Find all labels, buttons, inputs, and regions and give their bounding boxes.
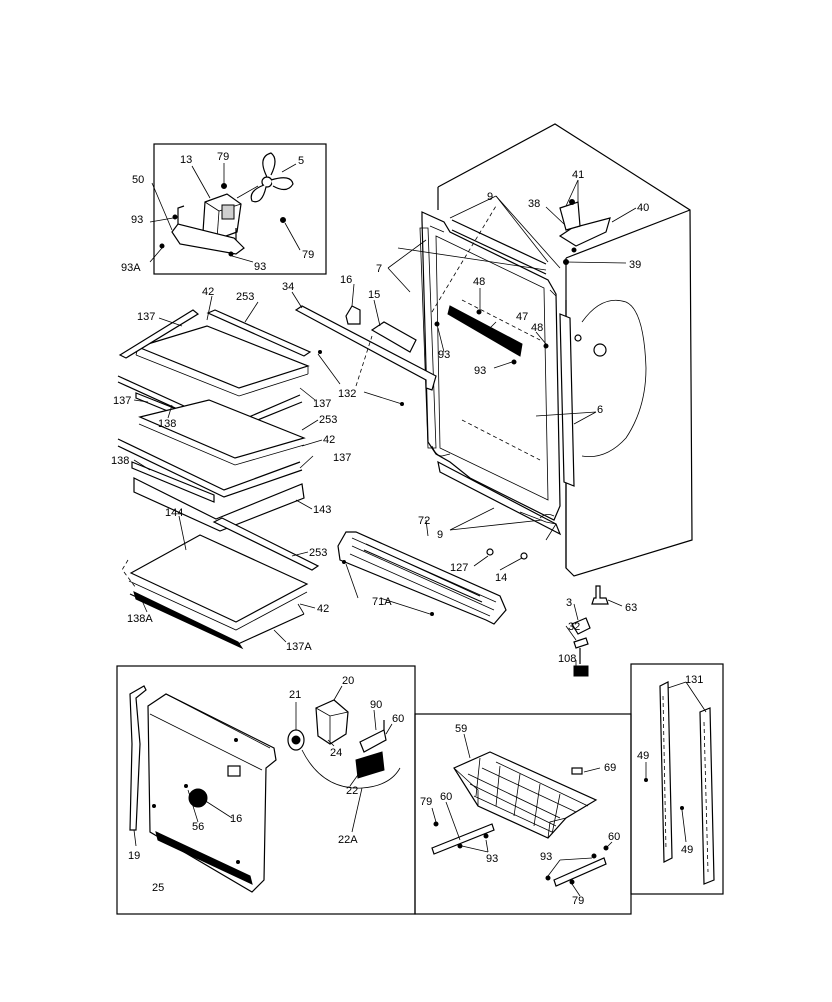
callout-16: 16 — [340, 274, 352, 286]
callout-253: 253 — [236, 291, 254, 303]
callout-93: 93 — [131, 214, 143, 226]
callout-69: 69 — [604, 762, 616, 774]
callout-39: 39 — [629, 259, 641, 271]
fan-motor-inset: 13 79 5 50 93 93A 93 79 — [121, 143, 327, 275]
callout-132: 132 — [338, 388, 356, 400]
callout-143: 143 — [313, 504, 331, 516]
callout-60: 60 — [608, 831, 620, 843]
shelf-standard-right — [699, 707, 715, 885]
callout-72: 72 — [418, 515, 430, 527]
crisper-rail — [133, 591, 244, 650]
shelf-support-47 — [447, 305, 523, 357]
callout-9: 9 — [487, 191, 493, 203]
callout-93: 93 — [254, 261, 266, 273]
callout-24: 24 — [330, 747, 342, 759]
callout-137: 137 — [113, 395, 131, 407]
callout-79: 79 — [302, 249, 314, 261]
callout-127: 127 — [450, 562, 468, 574]
callout-131: 131 — [685, 674, 703, 686]
callout-38: 38 — [528, 198, 540, 210]
callout-42: 42 — [317, 603, 329, 615]
callout-93: 93 — [540, 851, 552, 863]
callout-79: 79 — [572, 895, 584, 907]
callout-7: 7 — [376, 263, 382, 275]
callout-50: 50 — [132, 174, 144, 186]
cabinet: 7 9 48 47 48 93 93 6 41 38 40 39 16 34 1… — [282, 123, 693, 577]
fan-blade — [250, 152, 294, 203]
callout-20: 20 — [342, 675, 354, 687]
callout-63: 63 — [625, 602, 637, 614]
callout-47: 47 — [516, 311, 528, 323]
glass-shelf-3 — [129, 534, 309, 623]
callout-93: 93 — [486, 853, 498, 865]
callout-79: 79 — [217, 151, 229, 163]
callout-137: 137 — [333, 452, 351, 464]
callout-6: 6 — [597, 404, 603, 416]
control-panel-inset: 20 21 90 60 24 22 16 56 19 22A 25 — [116, 665, 416, 915]
callout-108: 108 — [558, 653, 576, 665]
callout-9: 9 — [437, 529, 443, 541]
callout-40: 40 — [637, 202, 649, 214]
light-shield — [294, 305, 437, 391]
callout-138: 138 — [111, 455, 129, 467]
callout-93: 93 — [474, 365, 486, 377]
callout-93: 93 — [438, 349, 450, 361]
callout-16: 16 — [230, 813, 242, 825]
callout-21: 21 — [289, 689, 301, 701]
callout-144: 144 — [165, 507, 183, 519]
callout-138: 138 — [158, 418, 176, 430]
callout-56: 56 — [192, 821, 204, 833]
wire-basket — [453, 751, 598, 839]
callout-22: 22 — [346, 785, 358, 797]
lamp-socket — [345, 305, 361, 325]
callout-14: 14 — [495, 572, 507, 584]
callout-137: 137 — [137, 311, 155, 323]
callout-93A: 93A — [121, 262, 141, 274]
callout-90: 90 — [370, 699, 382, 711]
thermostat-20 — [315, 699, 349, 745]
callout-22A: 22A — [338, 834, 358, 846]
basket-slide-right — [553, 857, 607, 887]
callout-34: 34 — [282, 281, 294, 293]
glass-shelf-2 — [138, 399, 306, 459]
callout-13: 13 — [180, 154, 192, 166]
basket-slide-left — [431, 823, 495, 855]
switch-22 — [355, 751, 385, 779]
callout-137A: 137A — [286, 641, 312, 653]
callout-41: 41 — [572, 169, 584, 181]
callout-42: 42 — [323, 434, 335, 446]
callout-48: 48 — [473, 276, 485, 288]
callout-137: 137 — [313, 398, 331, 410]
shelf-standard-inset: 131 49 49 — [630, 663, 724, 895]
grille-group: 72 9 127 14 71A 3 63 32 108 — [337, 507, 637, 677]
callout-138A: 138A — [127, 613, 153, 625]
leveler-3 — [571, 617, 591, 635]
shelf-standard-left — [659, 681, 673, 863]
callout-5: 5 — [298, 155, 304, 167]
callout-42: 42 — [202, 286, 214, 298]
callout-32: 32 — [568, 621, 580, 633]
callout-19: 19 — [128, 850, 140, 862]
callout-3: 3 — [566, 597, 572, 609]
callout-49: 49 — [637, 750, 649, 762]
callout-79: 79 — [420, 796, 432, 808]
callout-49: 49 — [681, 844, 693, 856]
callout-253: 253 — [319, 414, 337, 426]
shelves-group: 137 42 253 137 137 138 253 42 138 137 14… — [111, 286, 351, 653]
callout-71A: 71A — [372, 596, 392, 608]
callout-253: 253 — [309, 547, 327, 559]
callout-60: 60 — [392, 713, 404, 725]
toe-grille — [337, 531, 507, 625]
callout-48: 48 — [531, 322, 543, 334]
leveler-63 — [591, 585, 609, 605]
callout-25: 25 — [152, 882, 164, 894]
basket-inset: 59 69 79 60 93 60 93 79 — [414, 713, 632, 915]
callout-59: 59 — [455, 723, 467, 735]
callout-60: 60 — [440, 791, 452, 803]
callout-15: 15 — [368, 289, 380, 301]
